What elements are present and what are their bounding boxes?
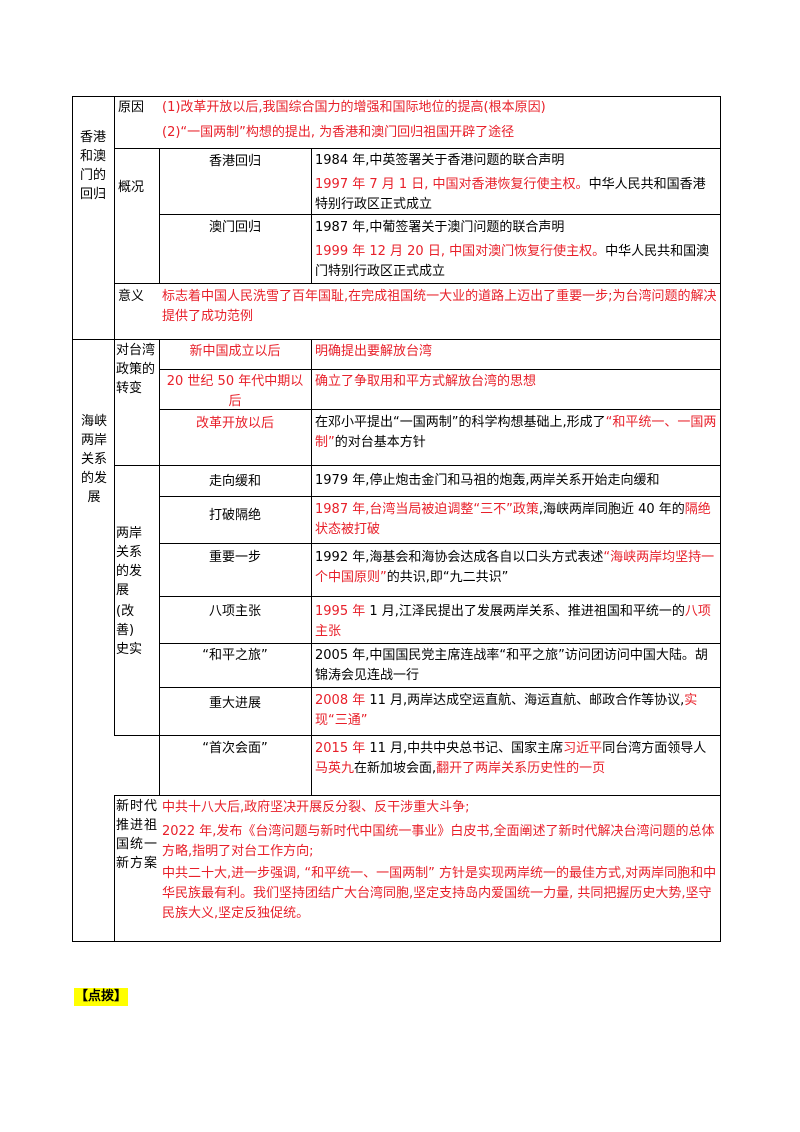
table-border	[114, 795, 115, 941]
macau-return-text: 1987 年,中葡签署关于澳门问题的联合声明 1999 年 12 月 20 日,…	[315, 220, 710, 279]
table-border	[114, 735, 720, 736]
table-border	[159, 643, 720, 644]
policy-period-2: 20 世纪 50 年代中期以后	[166, 374, 304, 409]
table-border	[72, 96, 73, 942]
reason-line-1: (1)改革开放以后,我国综合国力的增强和国际地位的提高(根本原因)	[162, 100, 546, 115]
policy-text-1: 明确提出要解放台湾	[315, 344, 433, 359]
table-border	[114, 148, 720, 149]
meaning-text: 标志着中国人民洗雪了百年国耻,在完成祖国统一大业的道路上迈出了重要一步;为台湾问…	[162, 289, 717, 324]
table-border	[72, 941, 721, 942]
policy-period-1: 新中国成立以后	[189, 344, 281, 359]
table-border	[72, 339, 721, 340]
first-meeting-label: “首次会面”	[202, 741, 268, 756]
table-border	[311, 339, 312, 795]
table-border	[159, 148, 160, 283]
first-meeting-text: 2015 年 11 月,中共中央总书记、国家主席习近平同台湾方面领导人马英九在新…	[315, 741, 707, 776]
table-border	[159, 687, 720, 688]
table-border	[114, 465, 720, 466]
new-era-para-1: 中共十八大后,政府坚决开展反分裂、反干涉重大斗争;	[162, 800, 470, 815]
dev-name-5: “和平之旅”	[202, 648, 268, 663]
development-label: 两岸关系的发展 (改善)史实	[116, 526, 143, 657]
new-era-label: 新时代推进祖国统一新方案	[116, 799, 159, 871]
dev-name-1: 走向缓和	[208, 474, 261, 489]
dev-text-5: 2005 年,中国国民党主席连战率“和平之旅”访问团访问中国大陆。胡锦涛会见连战…	[315, 648, 708, 683]
dev-text-1: 1979 年,停止炮击金门和马祖的炮轰,两岸关系开始走向缓和	[315, 473, 660, 488]
table-border	[720, 96, 721, 942]
table-border	[159, 369, 720, 370]
dev-text-4: 1995 年 1 月,江泽民提出了发展两岸关系、推进祖国和平统一的八项主张	[315, 604, 711, 639]
table-border	[114, 339, 115, 735]
macau-return-red: 1999 年 12 月 20 日, 中国对澳门恢复行使主权。	[315, 244, 606, 259]
dev-name-4: 八项主张	[208, 604, 261, 619]
section-title-cross-strait: 海峡两岸关系的发展	[80, 414, 107, 505]
section-title-hk-macau: 香港和澳门的回归	[79, 130, 106, 202]
hk-return-red: 1997 年 7 月 1 日, 中国对香港恢复行使主权。	[315, 177, 589, 192]
table-border	[114, 96, 115, 339]
table-border	[159, 214, 720, 215]
policy-change-label: 对台湾政策的转变	[116, 343, 156, 396]
table-border	[159, 596, 720, 597]
new-era-para-3: 中共二十大,进一步强调, “和平统一、一国两制” 方针是实现两岸统一的最佳方式,…	[162, 866, 717, 921]
hk-return-label: 香港回归	[208, 154, 261, 169]
table-border	[159, 543, 720, 544]
dev-text-2: 1987 年,台湾当局被迫调整“三不”政策,海峡两岸同胞近 40 年的隔绝状态被…	[315, 502, 711, 537]
table-border	[159, 409, 720, 410]
dev-text-3: 1992 年,海基会和海协会达成各自以口头方式表述“海峡两岸均坚持一个中国原则”…	[315, 550, 715, 585]
reason-line-2: (2)“一国两制”构想的提出, 为香港和澳门回归祖国开辟了途径	[162, 125, 515, 140]
new-era-para-2: 2022 年,发布《台湾问题与新时代中国统一事业》白皮书,全面阐述了新时代解决台…	[162, 824, 715, 859]
policy-text-3: 在邓小平提出“一国两制”的科学构想基础上,形成了“和平统一、一国两制”的对台基本…	[315, 415, 717, 450]
meaning-label: 意义	[118, 289, 145, 304]
tip-heading: 【点拨】	[74, 988, 129, 1006]
table-border	[114, 283, 720, 284]
policy-text-2: 确立了争取用和平方式解放台湾的思想	[315, 374, 537, 389]
table-border	[311, 148, 312, 283]
dev-name-6: 重大进展	[208, 696, 261, 711]
dev-text-6: 2008 年 11 月,两岸达成空运直航、海运直航、邮政合作等协议,实现“三通”	[315, 693, 698, 728]
table-border	[159, 496, 720, 497]
overview-label: 概况	[118, 180, 145, 195]
macau-return-label: 澳门回归	[208, 220, 261, 235]
policy-period-3: 改革开放以后	[195, 416, 274, 431]
table-border	[114, 795, 720, 796]
table-border	[159, 339, 160, 795]
hk-return-text: 1984 年,中英签署关于香港问题的联合声明 1997 年 7 月 1 日, 中…	[315, 153, 706, 212]
table-border	[72, 96, 721, 97]
reason-label: 原因	[118, 100, 145, 115]
dev-name-3: 重要一步	[208, 550, 261, 565]
dev-name-2: 打破隔绝	[208, 508, 261, 523]
